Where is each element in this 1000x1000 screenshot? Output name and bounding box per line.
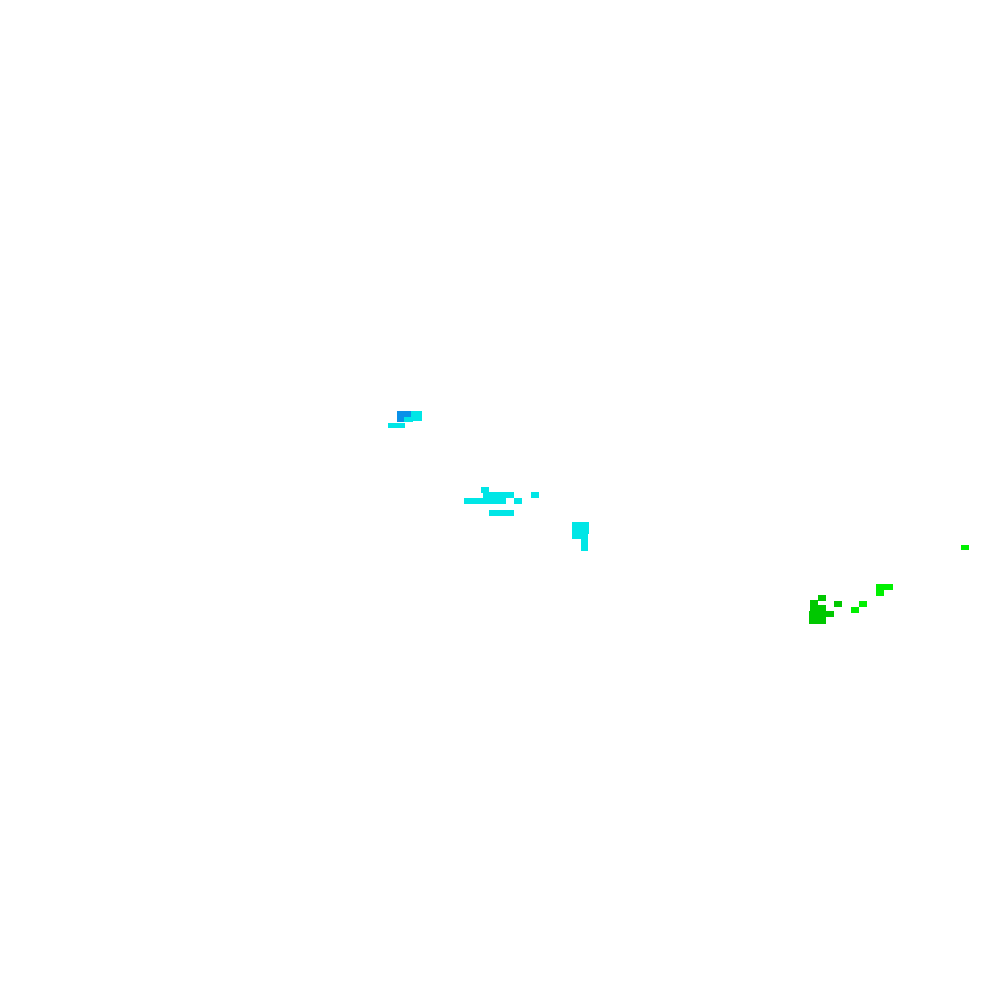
echo-cell-light-green	[876, 584, 893, 590]
echo-cell-cyan	[483, 492, 514, 498]
echo-cell-cyan	[411, 411, 422, 421]
echo-cell-cyan	[388, 423, 405, 428]
echo-cell-light-green	[859, 601, 867, 607]
echo-cell-cyan	[514, 498, 522, 504]
echo-cell-green	[809, 611, 834, 617]
echo-cell-green	[810, 600, 818, 606]
echo-cell-light-green	[961, 545, 969, 550]
echo-cell-cyan	[531, 492, 539, 498]
echo-cell-cyan	[481, 487, 489, 493]
echo-cell-blue	[397, 411, 411, 422]
echo-cell-cyan	[572, 534, 582, 539]
echo-cell-green	[834, 601, 842, 607]
echo-cell-green	[809, 616, 826, 624]
echo-cell-light-green	[851, 607, 859, 613]
echo-cell-cyan	[464, 498, 506, 504]
echo-cell-cyan	[581, 534, 588, 551]
echo-cell-cyan	[572, 522, 589, 534]
echo-cell-green	[810, 605, 826, 611]
echo-cell-green	[818, 595, 826, 601]
echo-cell-cyan	[404, 417, 413, 422]
echo-cell-light-green	[876, 589, 884, 596]
echo-cell-cyan	[489, 510, 514, 516]
